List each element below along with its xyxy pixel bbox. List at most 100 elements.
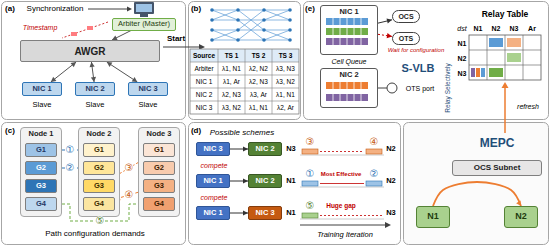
- table-cell: NIC 2: [196, 91, 213, 98]
- node-label: G4: [154, 200, 164, 208]
- callout-number: ③: [305, 137, 315, 147]
- relay-cell: [507, 38, 521, 47]
- node-tag: N1: [286, 177, 296, 185]
- table-title: Relay Table: [482, 10, 529, 19]
- node-label: NIC 1: [203, 209, 222, 217]
- table-cell: λ2, N3: [222, 91, 241, 98]
- node-label: G3: [154, 182, 164, 190]
- table-cell: λ1, Ar: [223, 78, 240, 85]
- annotation: Timestamp: [23, 24, 58, 31]
- timestamp-packet: [71, 32, 77, 36]
- node-label: Node 3: [146, 130, 171, 138]
- group-box: G1: [83, 143, 115, 157]
- relay-table-grid: [469, 35, 541, 80]
- group-box: G4: [143, 197, 175, 211]
- connector: [433, 182, 521, 206]
- panel-tag: (e): [305, 5, 315, 13]
- annotation: refresh: [517, 103, 539, 110]
- panel-frame: [2, 123, 186, 245]
- group-box: G3: [83, 179, 115, 193]
- table-cell: N3: [458, 69, 467, 76]
- node-label: NIC 1: [339, 8, 358, 16]
- relay-cell: [489, 68, 503, 77]
- table-grid: [190, 49, 299, 114]
- callout-number: ②: [65, 163, 75, 173]
- arrowhead: [502, 82, 509, 88]
- panel-frame: [2, 2, 186, 120]
- node-tag: N3: [386, 209, 396, 217]
- computer-stand: [140, 14, 148, 17]
- table-cell: TS 3: [279, 52, 293, 59]
- group-box: G2: [83, 161, 115, 175]
- arrowhead: [385, 222, 391, 228]
- node-tag: N1: [286, 209, 296, 217]
- annotation: Cell Queue: [331, 58, 366, 65]
- annotation: Synchronization: [27, 5, 84, 13]
- table-cell: λ2, N3: [249, 78, 268, 85]
- transfer-bar: [366, 149, 382, 154]
- node-label: NIC 2: [255, 145, 274, 153]
- arbiter-box: Arbiter (Master): [112, 18, 176, 31]
- table-cell: λ3, N2: [222, 104, 241, 111]
- annotation: Wait for configuration: [388, 47, 445, 53]
- node-label: AWGR: [74, 46, 105, 57]
- panel-tag: (a): [5, 5, 15, 13]
- relay-cell: [471, 68, 475, 77]
- awgr-routing-lines: [212, 10, 290, 40]
- nic-panel: NIC 2: [320, 68, 378, 108]
- group-box: G1: [143, 143, 175, 157]
- node-label: OCS Subnet: [474, 164, 521, 173]
- switch-port: OTS: [392, 32, 420, 45]
- annotation: Relay Selectively: [445, 63, 452, 113]
- arrowhead: [127, 7, 132, 12]
- nic-box: NIC 2: [75, 82, 115, 96]
- node-label: G2: [36, 164, 46, 172]
- annotation: Possible schemes: [210, 129, 274, 137]
- node-label: G2: [94, 164, 104, 172]
- axis-label: Training Iteration: [317, 231, 373, 239]
- group-box: G2: [143, 161, 175, 175]
- nic-box: NIC 3: [128, 82, 168, 96]
- node-label: NIC 1: [32, 85, 51, 93]
- relay-table-frame: [469, 35, 541, 80]
- table-cell: Arbiter: [194, 65, 213, 72]
- iteration-axis: [300, 225, 385, 226]
- subnet-box: OCS Subnet: [452, 160, 542, 176]
- timeline-axis: [300, 155, 384, 219]
- connector: [107, 62, 138, 82]
- table-cell: Source: [193, 52, 215, 59]
- server-node: N2: [504, 206, 538, 228]
- relay-cell: [507, 53, 521, 62]
- table-cell: TS 1: [225, 52, 239, 59]
- connector: [51, 62, 76, 82]
- table-cell: λ1, N1: [276, 91, 295, 98]
- group-box: G4: [25, 197, 57, 211]
- awgr-band: AWGR: [20, 40, 160, 62]
- scheme-nic-box: NIC 2: [248, 142, 282, 156]
- table-cell: dst: [457, 25, 466, 32]
- node-label: NIC 2: [339, 71, 358, 79]
- node-label: NIC 2: [85, 85, 104, 93]
- callout-number: ①: [65, 145, 75, 155]
- table-cell: N3: [510, 25, 519, 32]
- panel-frame: [304, 2, 549, 120]
- callout-number: ⑤: [95, 216, 105, 226]
- node-label: OCS: [398, 13, 413, 21]
- gap-line: [320, 215, 382, 216]
- scheme-nic-box: NIC 1: [196, 174, 230, 188]
- table-cell: N2: [458, 54, 467, 61]
- relay-cell: [476, 68, 480, 77]
- annotation: Most Effective: [321, 171, 362, 177]
- callout-number: ⑤: [305, 201, 315, 211]
- table-cell: N2: [492, 25, 501, 32]
- arrowhead: [387, 18, 392, 23]
- sync-arrow: [88, 9, 128, 10]
- table-cell: λ1, N1: [222, 65, 241, 72]
- computer-icon: [134, 2, 154, 14]
- node-tag: N3: [286, 145, 296, 153]
- arrowhead: [107, 62, 113, 67]
- callout-number: ②: [369, 169, 379, 179]
- panel-tag: (c): [5, 127, 15, 135]
- panel-frame: [189, 2, 301, 120]
- table-cell: NIC 1: [196, 78, 213, 85]
